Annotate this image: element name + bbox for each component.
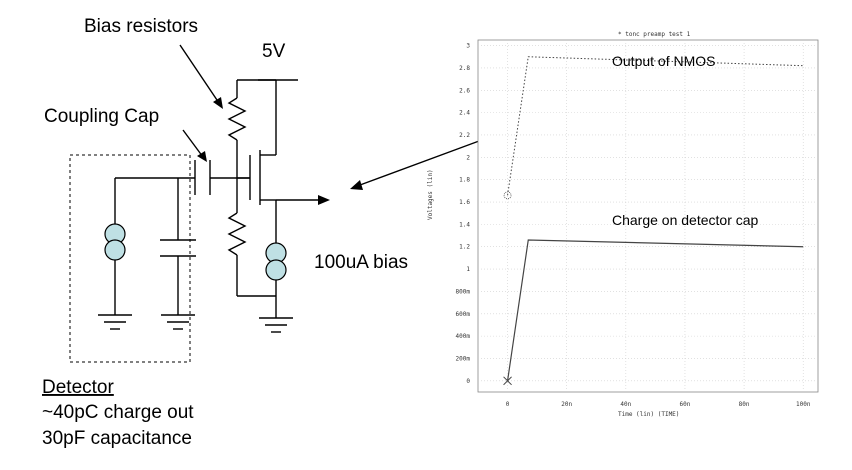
bias-resistors-label: Bias resistors <box>84 16 198 37</box>
x-tick-label: 40n <box>620 401 631 408</box>
y-tick-label: 2.2 <box>459 132 470 139</box>
series-charge-on-detector-line <box>506 239 804 381</box>
plot-series <box>503 56 804 386</box>
bias-resistor-top <box>227 97 247 141</box>
x-tick-label: 0 <box>506 401 510 408</box>
y-tick-label: 1.6 <box>459 199 470 206</box>
x-tick-label: 20n <box>561 401 572 408</box>
y-tick-label: 2.4 <box>459 110 470 117</box>
circuit-schematic <box>69 44 591 363</box>
y-tick-label: 200m <box>456 355 471 362</box>
detector-box <box>69 154 191 363</box>
y-tick-label: 2.6 <box>459 87 470 94</box>
y-tick-label: 3 <box>466 43 470 50</box>
y-tick-label: 2.8 <box>459 65 470 72</box>
supply-voltage-label: 5V <box>262 41 286 62</box>
y-tick-label: 800m <box>456 288 471 295</box>
plot-title: * tonc preamp test 1 <box>618 31 691 38</box>
y-tick-label: 2 <box>466 154 470 161</box>
y-tick-label: 0 <box>466 378 470 385</box>
y-tick-label: 400m <box>456 333 471 340</box>
bias-resistors-pointer-arrow <box>213 97 223 109</box>
plot-x-axis-label: Time (lin) (TIME) <box>618 411 679 418</box>
bias-current-source-bottom <box>265 259 287 281</box>
y-tick-label: 600m <box>456 311 471 318</box>
detector-capacitance-label: 30pF capacitance <box>42 428 192 449</box>
y-tick-label: 1.4 <box>459 221 470 228</box>
x-tick-label: 80n <box>739 401 750 408</box>
x-tick-label: 100n <box>796 401 811 408</box>
coupling-cap-label: Coupling Cap <box>44 106 159 127</box>
ground-symbol <box>259 317 293 333</box>
detector-title: Detector <box>42 377 114 398</box>
plot-x-ticks: 0 20n 40n 60n 80n 100n <box>506 401 811 408</box>
y-tick-label: 1.8 <box>459 177 470 184</box>
charge-on-detector-label: Charge on detector cap <box>612 212 759 228</box>
bias-current-label: 100uA bias <box>314 252 408 273</box>
ground-symbol <box>98 314 132 330</box>
simulation-plot: * tonc preamp test 1 Voltages (lin) Time… <box>427 31 819 418</box>
output-arrow <box>318 195 330 205</box>
output-pointer-arrow <box>350 180 363 190</box>
series-start-marker <box>503 376 512 386</box>
bias-resistor-bottom <box>227 212 247 256</box>
plot-frame <box>477 39 819 393</box>
plot-y-axis-label: Voltages (lin) <box>427 169 434 220</box>
output-of-nmos-label: Output of NMOS <box>612 53 715 69</box>
plot-y-ticks: 3 2.8 2.6 2.4 2.2 2 1.8 1.6 1.4 1.2 1 800m 600m 400m 2… <box>456 43 471 385</box>
coupling-cap-pointer-arrow <box>197 151 207 162</box>
y-tick-label: 1 <box>466 266 470 273</box>
detector-current-source-bottom <box>104 239 126 261</box>
series-output-of-nmos-line <box>507 56 804 196</box>
ground-symbol <box>161 314 195 330</box>
series-start-marker <box>503 191 512 200</box>
y-tick-label: 1.2 <box>459 244 470 251</box>
detector-charge-label: ~40pC charge out <box>42 402 194 423</box>
x-tick-label: 60n <box>680 401 691 408</box>
